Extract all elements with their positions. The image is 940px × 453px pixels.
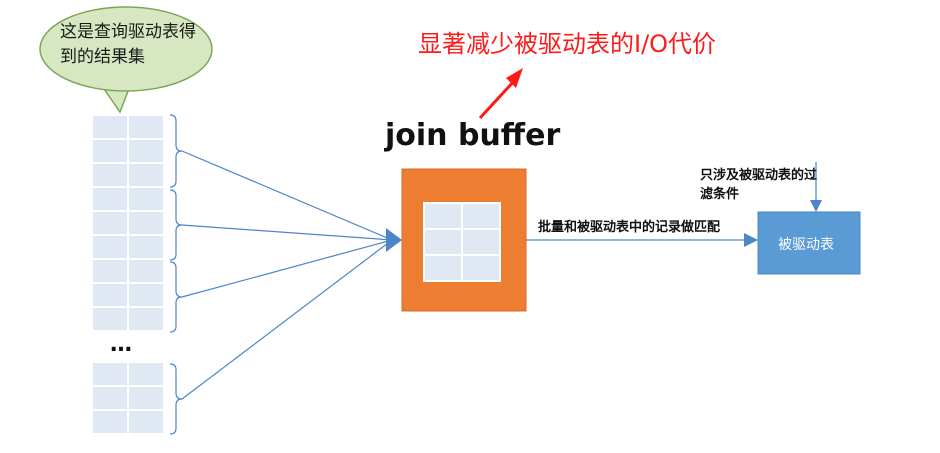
result-set-rows bbox=[91, 114, 165, 435]
brace bbox=[169, 114, 183, 188]
result-cell bbox=[127, 409, 165, 435]
connector-line bbox=[181, 224, 393, 241]
result-cell bbox=[127, 361, 165, 387]
result-cell bbox=[127, 186, 165, 212]
result-cell bbox=[91, 114, 129, 140]
result-cell bbox=[91, 258, 129, 284]
result-cell bbox=[127, 114, 165, 140]
join-buffer-input-arrowhead bbox=[386, 228, 402, 252]
result-cell bbox=[127, 258, 165, 284]
driven-table-label: 被驱动表 bbox=[778, 237, 834, 253]
result-cell bbox=[91, 162, 129, 188]
result-cell bbox=[127, 282, 165, 308]
result-cell bbox=[91, 210, 129, 236]
brace bbox=[169, 261, 183, 333]
ellipsis: … bbox=[110, 332, 133, 357]
buffer-cell bbox=[423, 254, 463, 282]
driven-table-box bbox=[757, 211, 861, 275]
result-cell bbox=[91, 186, 129, 212]
row-group-braces bbox=[169, 114, 183, 435]
result-cell bbox=[127, 210, 165, 236]
result-cell bbox=[91, 385, 129, 411]
headline-arrow bbox=[478, 68, 523, 120]
buffer-cell bbox=[423, 202, 463, 230]
buffer-cell bbox=[423, 228, 463, 256]
result-cell bbox=[91, 282, 129, 308]
filter-condition-label: 只涉及被驱动表的过滤条件 bbox=[700, 168, 818, 202]
result-cell bbox=[127, 385, 165, 411]
result-cell bbox=[127, 162, 165, 188]
result-cell bbox=[91, 306, 129, 332]
match-arrow bbox=[526, 233, 758, 247]
converging-lines bbox=[181, 150, 393, 400]
bubble-text: 这是查询驱动表得到的结果集 bbox=[60, 22, 196, 67]
connector-line bbox=[181, 239, 393, 400]
result-cell bbox=[127, 306, 165, 332]
buffer-cell bbox=[461, 202, 501, 230]
result-cell bbox=[91, 138, 129, 164]
brace bbox=[169, 189, 183, 261]
headline-text: 显著减少被驱动表的I/O代价 bbox=[418, 30, 717, 58]
result-cell bbox=[127, 138, 165, 164]
buffer-cell bbox=[461, 254, 501, 282]
join-buffer-title: join buffer bbox=[385, 118, 561, 153]
buffer-cell bbox=[461, 228, 501, 256]
result-cell bbox=[91, 361, 129, 387]
match-label: 批量和被驱动表中的记录做匹配 bbox=[538, 220, 721, 235]
speech-bubble bbox=[39, 6, 213, 114]
connector-line bbox=[181, 239, 393, 298]
result-cell bbox=[91, 409, 129, 435]
brace bbox=[169, 363, 183, 435]
connector-line bbox=[181, 150, 393, 241]
filter-arrow bbox=[810, 162, 822, 212]
result-cell bbox=[127, 234, 165, 260]
join-buffer-box bbox=[401, 168, 527, 312]
result-cell bbox=[91, 234, 129, 260]
